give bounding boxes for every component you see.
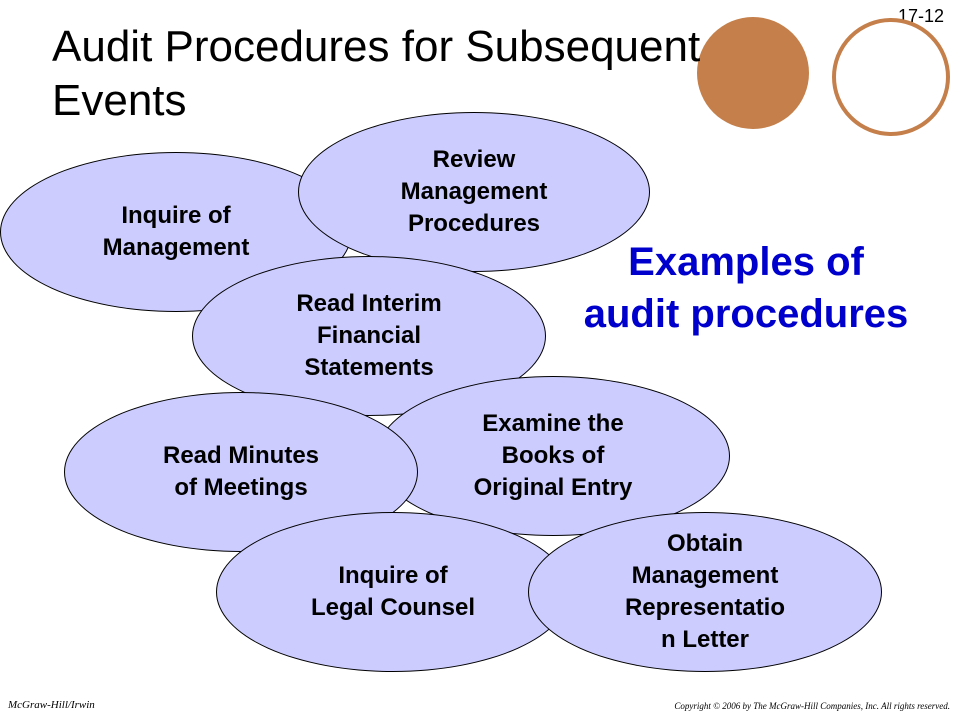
slide-title: Audit Procedures for Subsequent Events xyxy=(52,22,701,125)
footer-publisher: McGraw-Hill/Irwin xyxy=(8,699,95,711)
decorative-filled-circle xyxy=(697,17,809,129)
footer-copyright: Copyright © 2006 by The McGraw-Hill Comp… xyxy=(674,701,950,711)
ellipse-inquire-management: Inquire of Management xyxy=(0,152,352,312)
ellipse-management-representation-letter: Obtain Management Representatio n Letter xyxy=(528,512,882,672)
decorative-outline-circle xyxy=(832,18,950,136)
callout-text: Examples of audit procedures xyxy=(583,240,909,336)
ellipse-review-management-procedures: Review Management Procedures xyxy=(298,112,650,272)
ellipse-inquire-legal-counsel: Inquire of Legal Counsel xyxy=(216,512,570,672)
